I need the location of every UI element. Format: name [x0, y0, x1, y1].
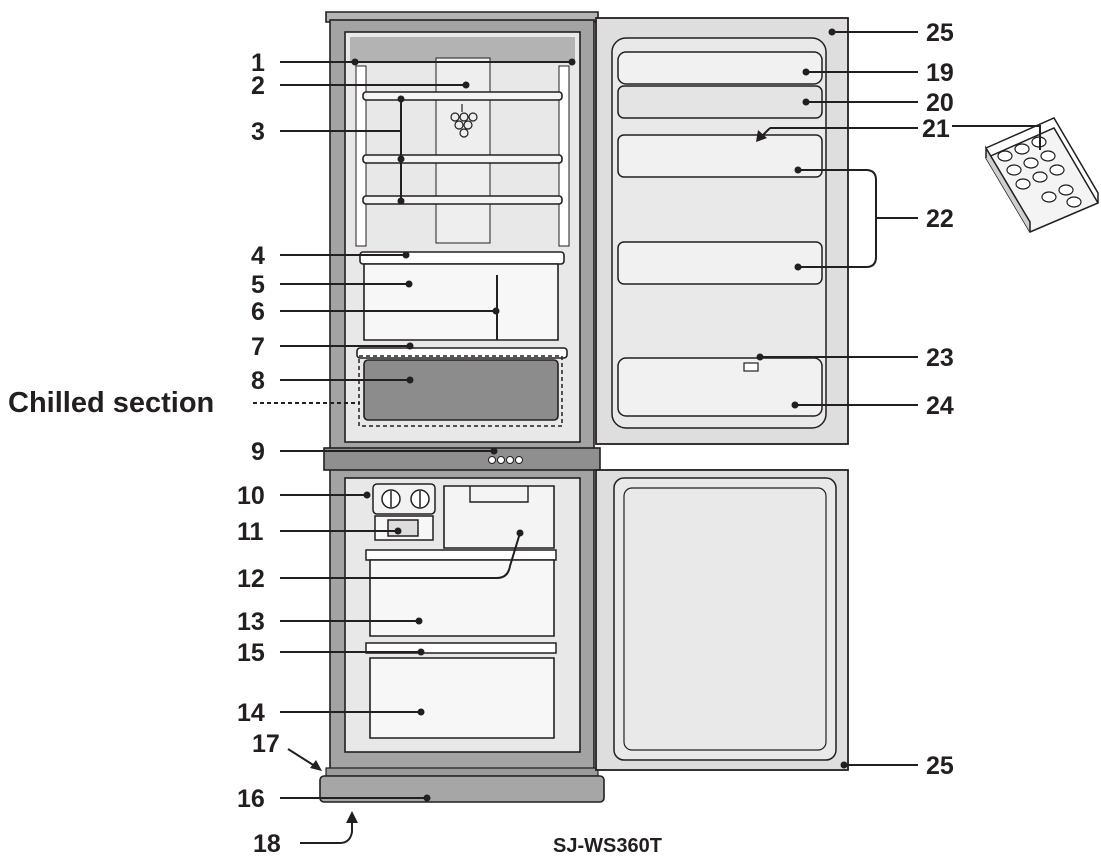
- door-pocket-lower: [617, 241, 823, 285]
- callout-5: 5: [251, 271, 265, 299]
- egg-tray: [984, 117, 1100, 233]
- chilled-section-outline: [358, 355, 563, 427]
- leader-lines: [253, 28, 1041, 844]
- crisper-cover: [359, 251, 565, 265]
- callout-14: 14: [237, 699, 265, 727]
- callout-7: 7: [251, 333, 265, 361]
- adjustable-feet: [325, 767, 599, 777]
- freezer-tray: [365, 642, 557, 654]
- control-panel: [323, 447, 601, 471]
- freezer-drawer-upper-lip: [365, 549, 557, 561]
- bottle-stopper: [743, 362, 759, 372]
- front-cover: [319, 775, 605, 803]
- callout-20: 20: [926, 89, 954, 117]
- callout-19: 19: [926, 59, 954, 87]
- fridge-door: [595, 17, 849, 445]
- bottle-pocket: [617, 357, 823, 417]
- callout-labels-right: 25 19 20 21 22 23 24 25: [922, 19, 954, 780]
- freezer-door: [595, 469, 849, 771]
- callout-23: 23: [926, 344, 954, 372]
- door-pocket-egg-cover: [617, 85, 823, 119]
- callout-12: 12: [237, 565, 265, 593]
- freezer-drawer-lower: [369, 657, 555, 739]
- callout-25-top: 25: [926, 19, 954, 47]
- callout-15: 15: [237, 639, 265, 667]
- refrigerator-cabinet: [319, 11, 605, 803]
- control-buttons: [488, 456, 523, 464]
- chilled-bin: [363, 359, 559, 421]
- callout-labels-left: 1 2 3 4 5 6 7 8 Chilled section 9 10 11 …: [8, 49, 281, 858]
- vegetable-crisper: [363, 263, 559, 341]
- callout-25-bottom: 25: [926, 752, 954, 780]
- callout-9: 9: [251, 438, 265, 466]
- callout-21: 21: [922, 115, 950, 143]
- callout-16: 16: [237, 785, 265, 813]
- callout-11: 11: [237, 518, 264, 546]
- callout-4: 4: [251, 242, 265, 270]
- callout-2: 2: [251, 72, 265, 100]
- callout-10: 10: [237, 482, 265, 510]
- callout-1: 1: [251, 49, 265, 77]
- grape-logo-icon: [450, 104, 478, 138]
- model-name: SJ-WS360T: [553, 835, 662, 857]
- ice-storage-box: [443, 485, 555, 549]
- freezer-drawer-upper: [369, 559, 555, 637]
- door-pocket-upper: [617, 51, 823, 85]
- callout-13: 13: [237, 608, 265, 636]
- callout-17: 17: [252, 730, 280, 758]
- callout-18: 18: [253, 830, 281, 858]
- callout-3: 3: [251, 118, 265, 146]
- callout-8: 8: [251, 367, 265, 395]
- chilled-section-label: Chilled section: [8, 387, 214, 419]
- glass-shelves: [362, 91, 563, 205]
- callout-24: 24: [926, 392, 954, 420]
- door-pocket-middle: [617, 134, 823, 178]
- callout-6: 6: [251, 298, 265, 326]
- callout-22: 22: [926, 205, 954, 233]
